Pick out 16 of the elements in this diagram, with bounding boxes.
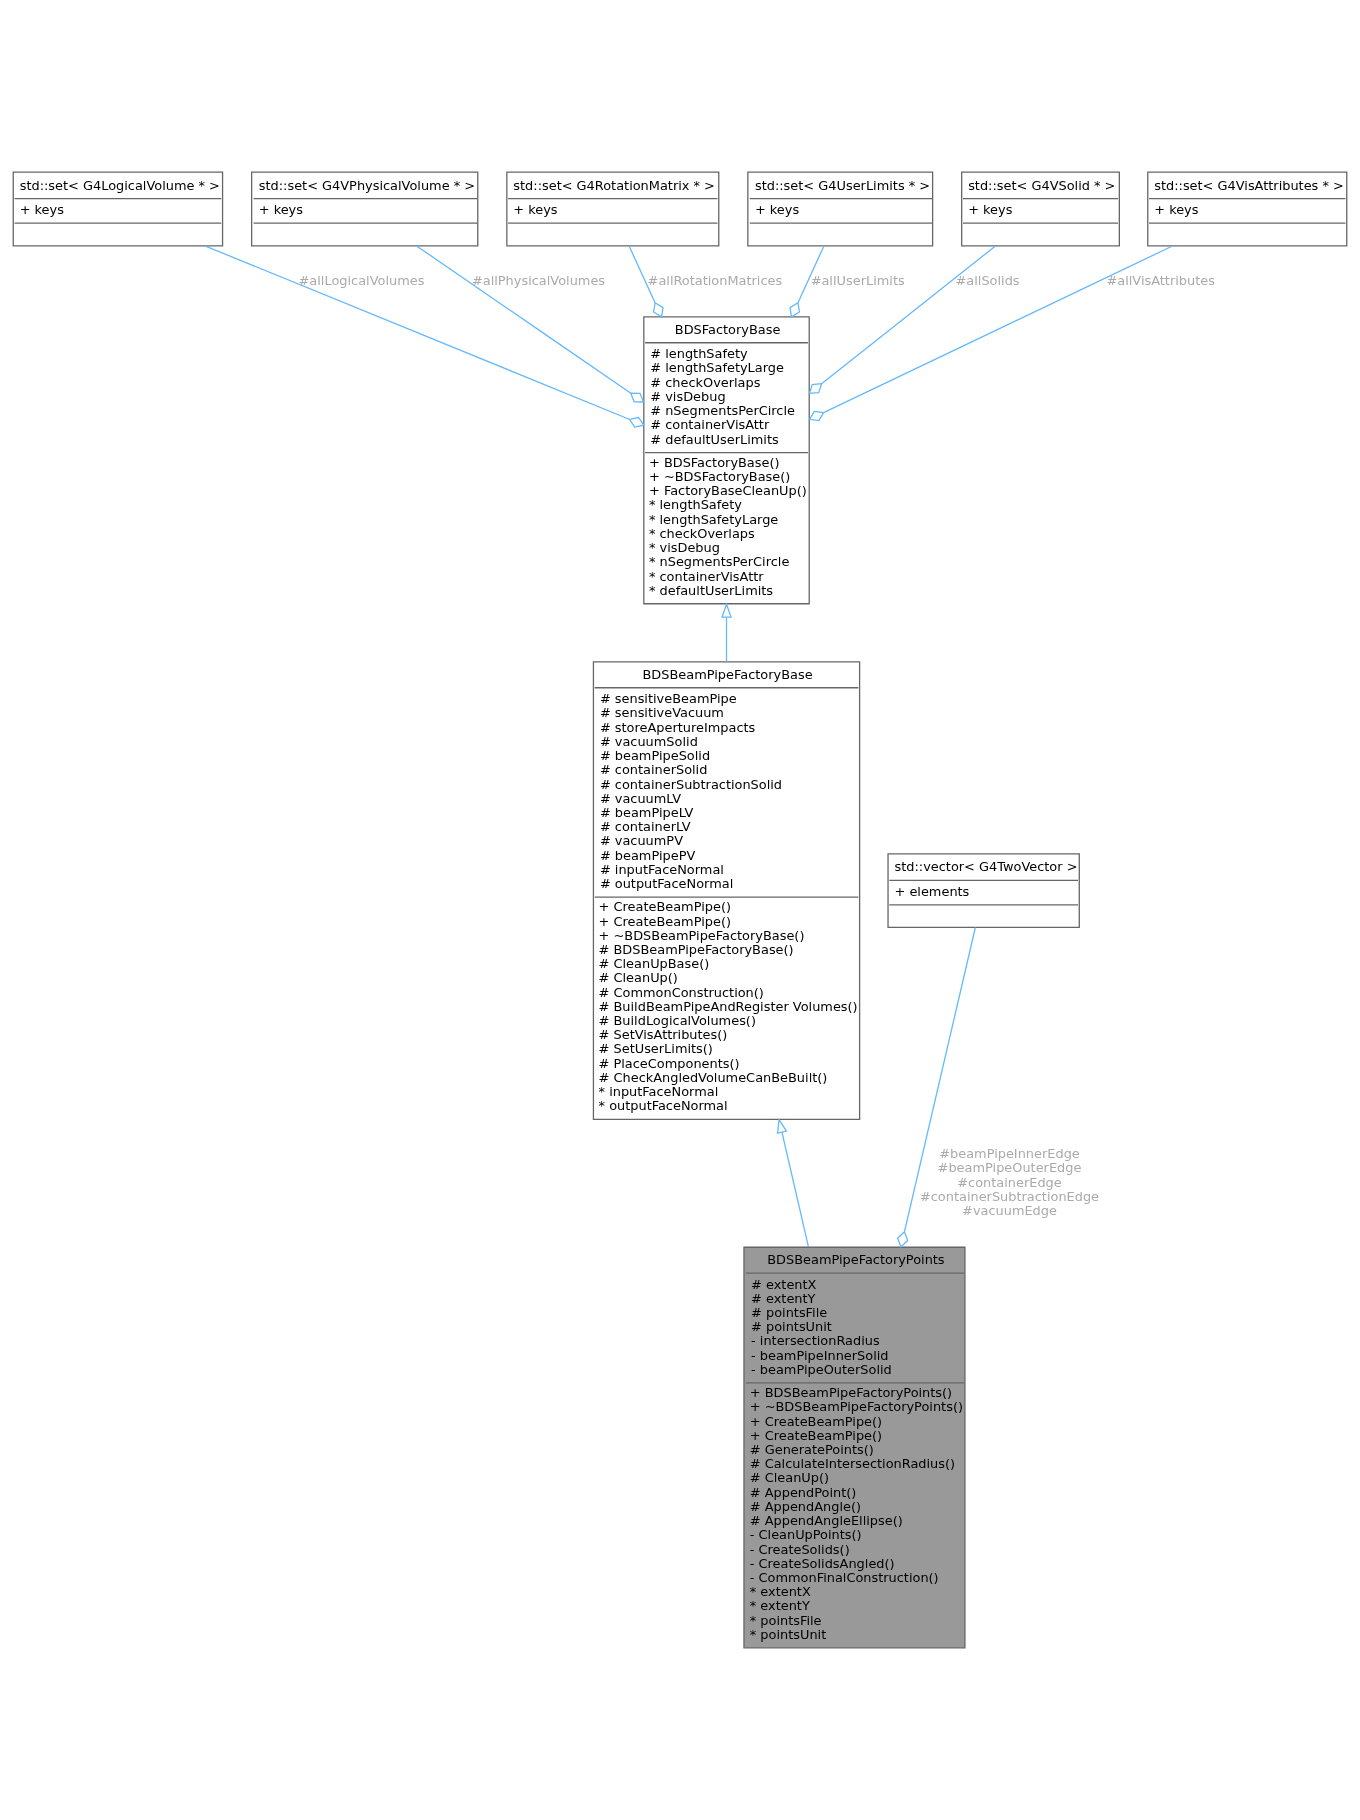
connector xyxy=(789,245,825,318)
edge-label: #allSolids xyxy=(955,272,1020,288)
arrow xyxy=(776,1117,810,1248)
connector xyxy=(808,245,1174,422)
connector xyxy=(628,245,664,318)
edge-label: #allUserLimits xyxy=(810,272,905,288)
connector xyxy=(896,926,976,1249)
connector xyxy=(415,245,645,403)
edge-label: #allPhysicalVolumes xyxy=(471,272,606,288)
edge-label: #allLogicalVolumes xyxy=(298,272,425,288)
arrow xyxy=(721,602,732,663)
edge-label: #beamPipeInnerEdge #beamPipeOuterEdge #containerEdge #containerSubtractionEdge #vacuumEdge xyxy=(919,1146,1100,1218)
edge-label: #allRotationMatrices xyxy=(647,272,783,288)
connector xyxy=(808,245,997,395)
connector xyxy=(204,245,645,428)
edge-label: #allVisAttributes xyxy=(1106,272,1215,288)
